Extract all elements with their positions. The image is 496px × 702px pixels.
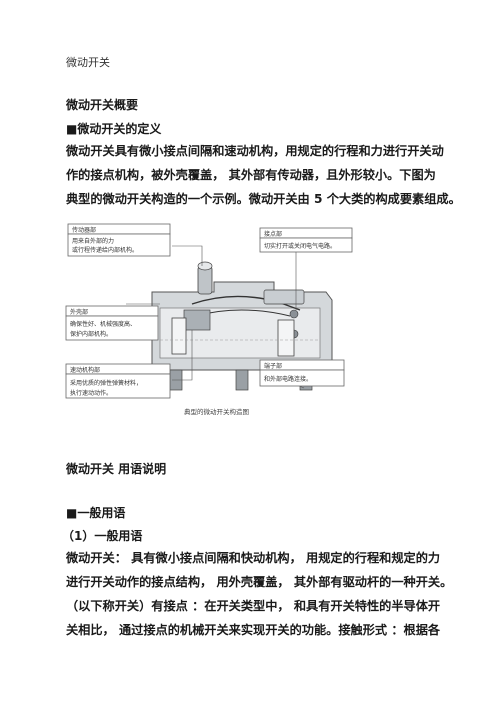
label-contact: 接点部 切实打开或关闭电气电路。 — [259, 227, 353, 253]
label-actuator-title: 传动器部 — [72, 226, 96, 234]
switch-body-illustration — [151, 261, 333, 391]
terms-line-4: 关相比， 通过接点的机械开关来实现开关的功能。接触形式 ：根据各 — [66, 623, 441, 637]
definition-line-3: 典型的微动开关构造的一个示例。微动开关由 5 个大类的构成要素组成。 — [66, 192, 461, 206]
label-contact-line-1: 切实打开或关闭电气电路。 — [264, 242, 336, 250]
label-terminal-line-1: 和外部电路连接。 — [264, 375, 312, 383]
label-mechanism-title: 速动机构部 — [70, 366, 100, 374]
definition-heading: ■微动开关的定义 — [66, 122, 162, 136]
general-terms-subheading: （1）一般用语 — [62, 529, 143, 543]
diagram-caption: 典型的微动开关构造图 — [184, 407, 249, 416]
doc-title: 微动开关 — [66, 56, 110, 69]
label-contact-title: 接点部 — [264, 230, 282, 238]
overview-heading: 微动开关概要 — [66, 98, 139, 112]
label-actuator-line-1: 用来自外部的力 — [72, 237, 114, 245]
label-terminal-title: 端子部 — [264, 362, 282, 370]
terms-line-1: 微动开关： 具有微小接点间隔和快动机构， 用规定的行程和规定的力 — [66, 551, 441, 565]
label-case-line-1: 确保性好、机械强度高、 — [70, 320, 136, 328]
label-mechanism: 速动机构部 采用优质的弹性弹簧材料， 执行速动动作。 — [65, 363, 171, 399]
general-terms-heading: ■一般用语 — [66, 506, 126, 520]
terms-line-3: （以下称开关）有接点 ：在开关类型中， 和具有开关特性的半导体开 — [66, 599, 441, 613]
label-terminal: 端子部 和外部电路连接。 — [259, 359, 345, 387]
terms-line-2: 进行开关动作的接点结构， 用外壳覆盖， 其外部有驱动杆的一种开关。 — [66, 575, 453, 589]
label-actuator-line-2: 或行程传递给内部机构。 — [72, 246, 138, 254]
micro-switch-structure-diagram: 传动器部 用来自外部的力 或行程传递给内部机构。 接点部 切实打开或关闭电气电路… — [65, 223, 353, 416]
definition-line-2: 作的接点机构，被外壳覆盖， 其外部有传动器，且外形较小。下图为 — [66, 168, 436, 182]
label-mechanism-line-2: 执行速动动作。 — [70, 389, 112, 397]
terms-heading: 微动开关 用语说明 — [66, 462, 167, 476]
label-actuator: 传动器部 用来自外部的力 或行程传递给内部机构。 — [67, 223, 171, 257]
label-case: 外壳部 确保性好、机械强度高、 保护内部机构。 — [65, 305, 159, 341]
label-mechanism-line-1: 采用优质的弹性弹簧材料， — [70, 379, 142, 387]
label-case-line-2: 保护内部机构。 — [70, 330, 112, 338]
label-case-title: 外壳部 — [70, 308, 88, 316]
definition-line-1: 微动开关具有微小接点间隔和速动机构，用规定的行程和力进行开关动 — [66, 144, 444, 158]
